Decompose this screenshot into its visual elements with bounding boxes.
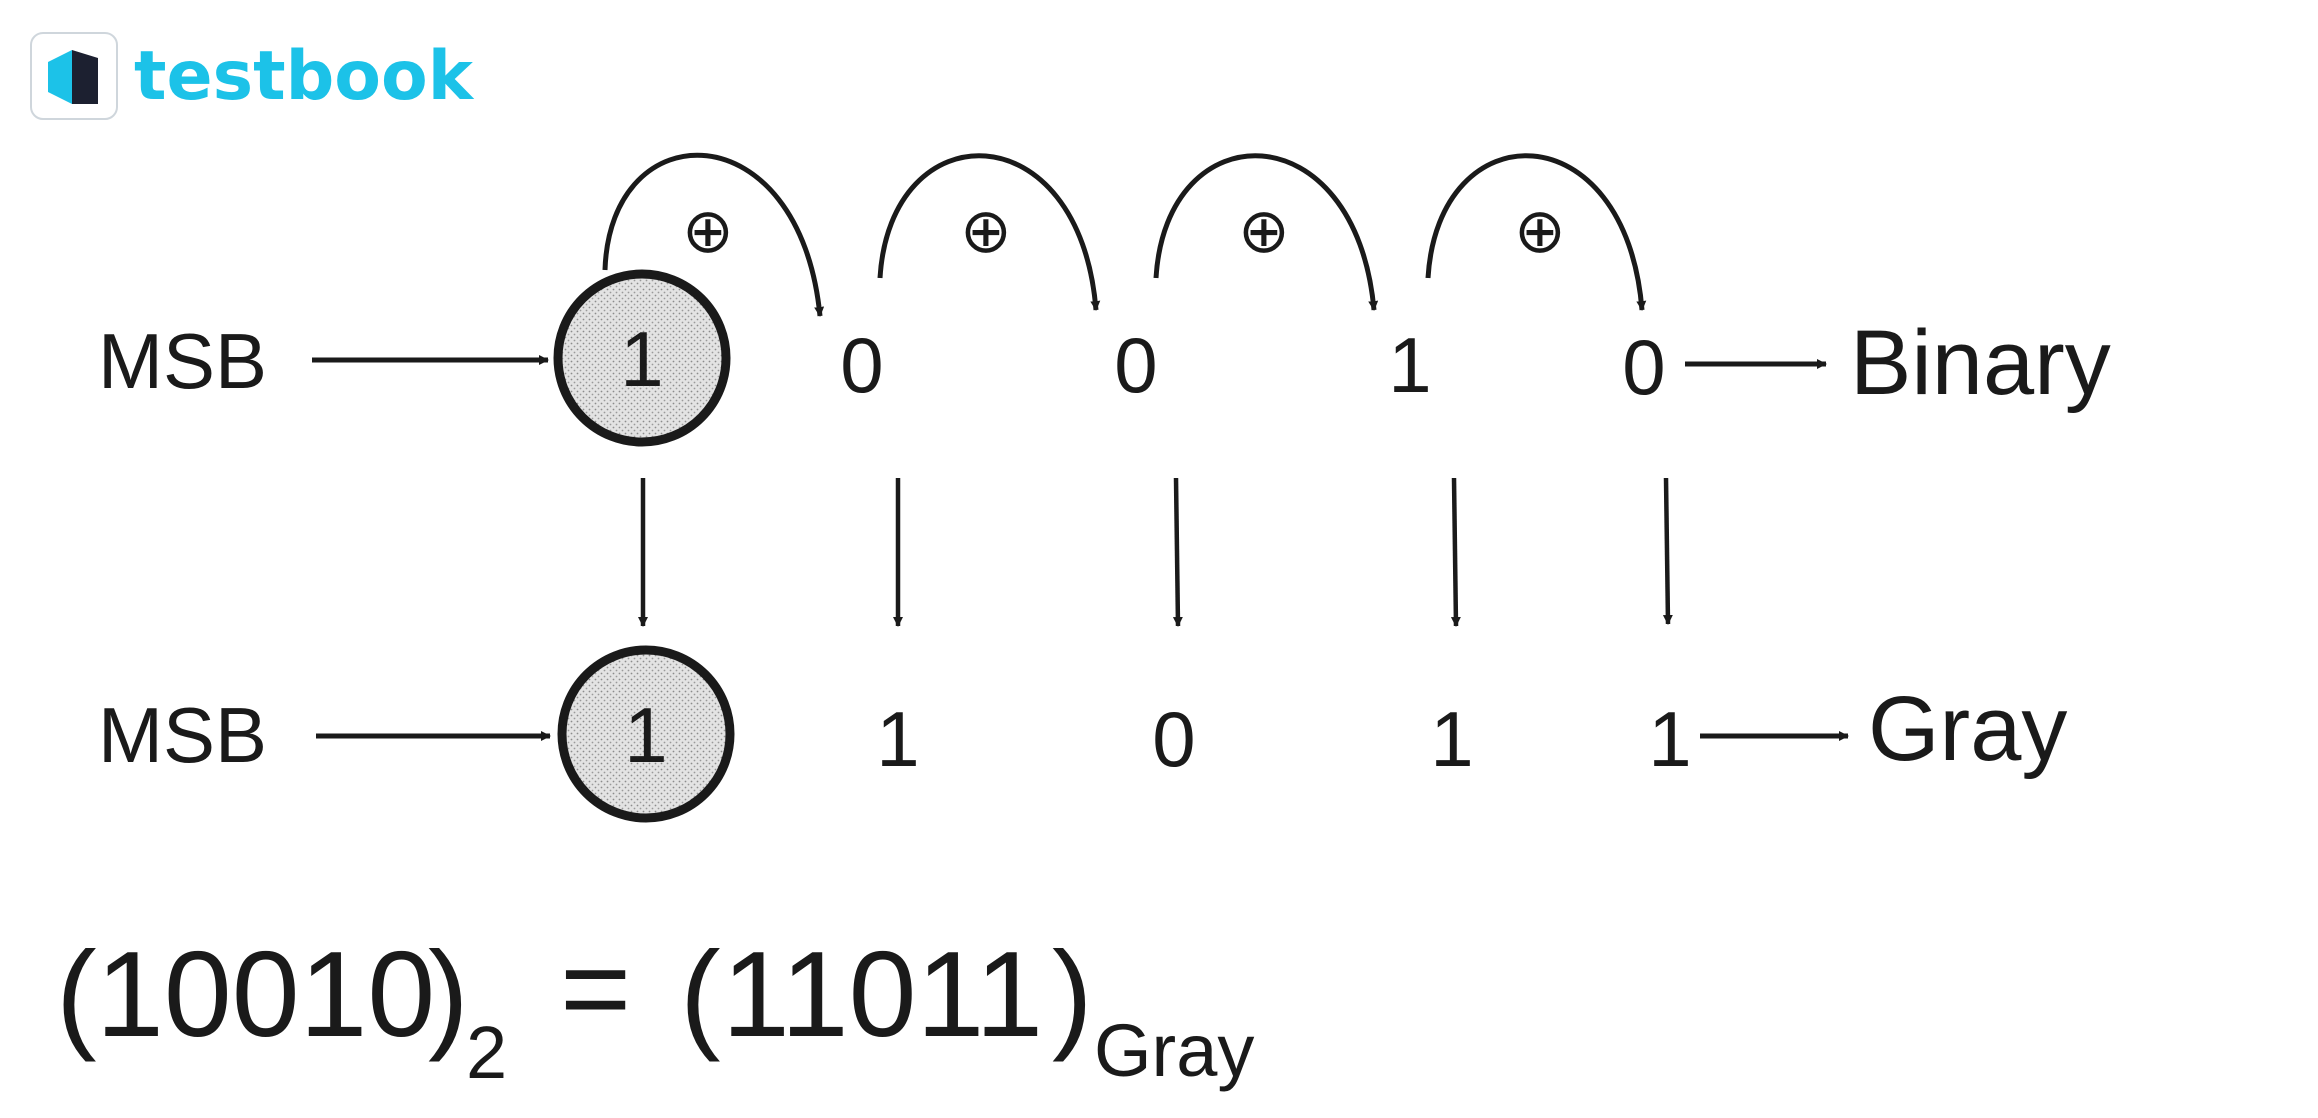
gray-bit-5: 1 — [1648, 695, 1691, 783]
binary-bits: 1 0 0 1 0 — [620, 315, 1665, 411]
xor-symbol-3: ⊕ — [1238, 194, 1290, 267]
equation-open-left: ( — [56, 926, 97, 1062]
equation-equals: = — [560, 920, 631, 1056]
xor-arc-2 — [877, 153, 1101, 311]
down-arrow-3 — [1172, 477, 1183, 627]
msb-label-gray: MSB — [98, 691, 267, 779]
binary-bit-4: 1 — [1388, 321, 1431, 409]
binary-msb-circle — [553, 269, 731, 447]
xor-arc-3 — [1153, 153, 1379, 311]
gray-bits: 1 1 0 1 1 — [624, 691, 1691, 783]
equation-right-base: Gray — [1094, 1009, 1254, 1092]
xor-arc-4 — [1425, 153, 1647, 311]
gray-label: Gray — [1868, 678, 2067, 780]
equation-close-left: ) — [428, 926, 469, 1062]
xor-symbols: ⊕ ⊕ ⊕ ⊕ — [682, 194, 1566, 267]
binary-bit-2: 0 — [840, 321, 883, 409]
gray-bit-1: 1 — [624, 691, 667, 779]
equation-left-base: 2 — [466, 1011, 507, 1094]
down-arrow-4 — [1450, 477, 1461, 627]
testbook-logo-icon-right — [72, 50, 98, 104]
binary-bit-1: 1 — [620, 315, 663, 403]
binary-bit-5: 0 — [1622, 323, 1665, 411]
binary-label: Binary — [1850, 312, 2111, 414]
xor-symbol-1: ⊕ — [682, 194, 734, 267]
gray-bit-4: 1 — [1430, 695, 1473, 783]
gray-bit-3: 0 — [1152, 695, 1195, 783]
xor-symbol-4: ⊕ — [1514, 194, 1566, 267]
testbook-logo-icon-left — [48, 50, 72, 104]
down-arrow-5 — [1662, 477, 1673, 625]
gray-msb-circle — [557, 645, 735, 823]
xor-arcs — [602, 152, 1647, 317]
equation-right-value: 11011 — [722, 926, 1043, 1062]
equation-open-right: ( — [680, 926, 721, 1062]
binary-bit-3: 0 — [1114, 321, 1157, 409]
equation-close-right: ) — [1052, 926, 1093, 1062]
xor-symbol-2: ⊕ — [960, 194, 1012, 267]
gray-bit-2: 1 — [876, 695, 919, 783]
testbook-logo: testbook — [30, 32, 475, 120]
conversion-equation: ( 10010 ) 2 = ( 11011 ) Gray — [56, 920, 1254, 1094]
down-arrows — [638, 477, 1673, 627]
equation-left-value: 10010 — [96, 926, 435, 1062]
brand-name: testbook — [134, 37, 475, 116]
xor-arc-1 — [602, 152, 825, 317]
msb-label-binary: MSB — [98, 317, 267, 405]
